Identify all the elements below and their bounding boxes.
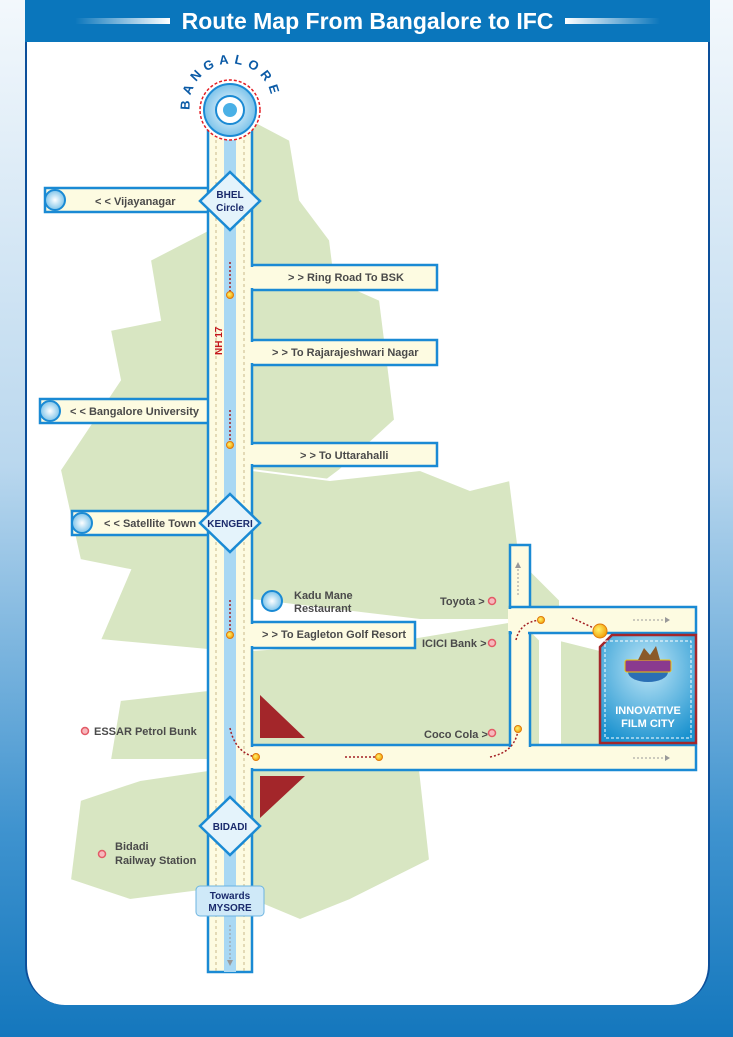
landmark-triangle (260, 695, 305, 738)
location-circle-icons (39, 189, 283, 612)
towards-label: Towards (210, 891, 251, 902)
landmark-coco-cola: Coco Cola > (424, 729, 488, 741)
junction-bidadi-label: BIDADI (213, 822, 248, 833)
destination-label-2: FILM CITY (621, 718, 675, 730)
landmark-icici: ICICI Bank > (422, 638, 487, 650)
header-decor-right (565, 18, 661, 24)
direction-arrows (227, 562, 670, 966)
page-title: Route Map From Bangalore to IFC (181, 7, 554, 34)
junction-bhel-label: BHEL (216, 190, 243, 201)
junction-bidadi[interactable]: BIDADI (198, 795, 262, 857)
towards-label-2: MYSORE (208, 903, 252, 914)
junction-bhel[interactable]: BHEL Circle (198, 170, 262, 232)
route-point-icons (226, 291, 608, 761)
landmark-kadu-mane: Kadu Mane (294, 590, 353, 602)
ifc-logo (624, 646, 672, 682)
road-label-uttarahalli: > > To Uttarahalli (300, 450, 388, 462)
towards-mysore-sign: Towards MYSORE (195, 885, 265, 917)
landmark-dot-icons (80, 596, 497, 859)
junction-bhel-label-2: Circle (216, 203, 244, 214)
header: Route Map From Bangalore to IFC (25, 0, 710, 42)
road-label-vijayanagar: < < Vijayanagar (95, 196, 176, 208)
road-label-rajarajeshwari: > > To Rajarajeshwari Nagar (272, 347, 419, 359)
landmark-essar: ESSAR Petrol Bunk (94, 726, 198, 738)
road-label-bangalore-university: < < Bangalore University (70, 406, 200, 418)
bangalore-origin-icon (199, 79, 261, 141)
road-label-eagleton: > > To Eagleton Golf Resort (262, 629, 406, 641)
junction-kengeri[interactable]: KENGERI (198, 492, 262, 554)
landmark-kadu-mane-2: Restaurant (294, 603, 352, 615)
landmark-bidadi-railway: Bidadi (115, 841, 149, 853)
header-decor-left (74, 18, 170, 24)
landmark-bidadi-railway-2: Railway Station (115, 855, 197, 867)
road-label-ring-road: > > Ring Road To BSK (288, 272, 404, 284)
innovative-film-city-destination[interactable]: INNOVATIVE FILM CITY (598, 633, 698, 745)
highway-label: NH 17 (214, 326, 225, 355)
junction-kengeri-label: KENGERI (207, 519, 253, 530)
landmark-toyota: Toyota > (440, 596, 485, 608)
destination-label: INNOVATIVE (615, 705, 681, 717)
road-label-satellite-town: < < Satellite Town (104, 518, 196, 530)
land-areas (58, 118, 601, 922)
landmark-triangle (260, 776, 305, 818)
highway-median (224, 140, 236, 972)
route-path (229, 262, 599, 758)
